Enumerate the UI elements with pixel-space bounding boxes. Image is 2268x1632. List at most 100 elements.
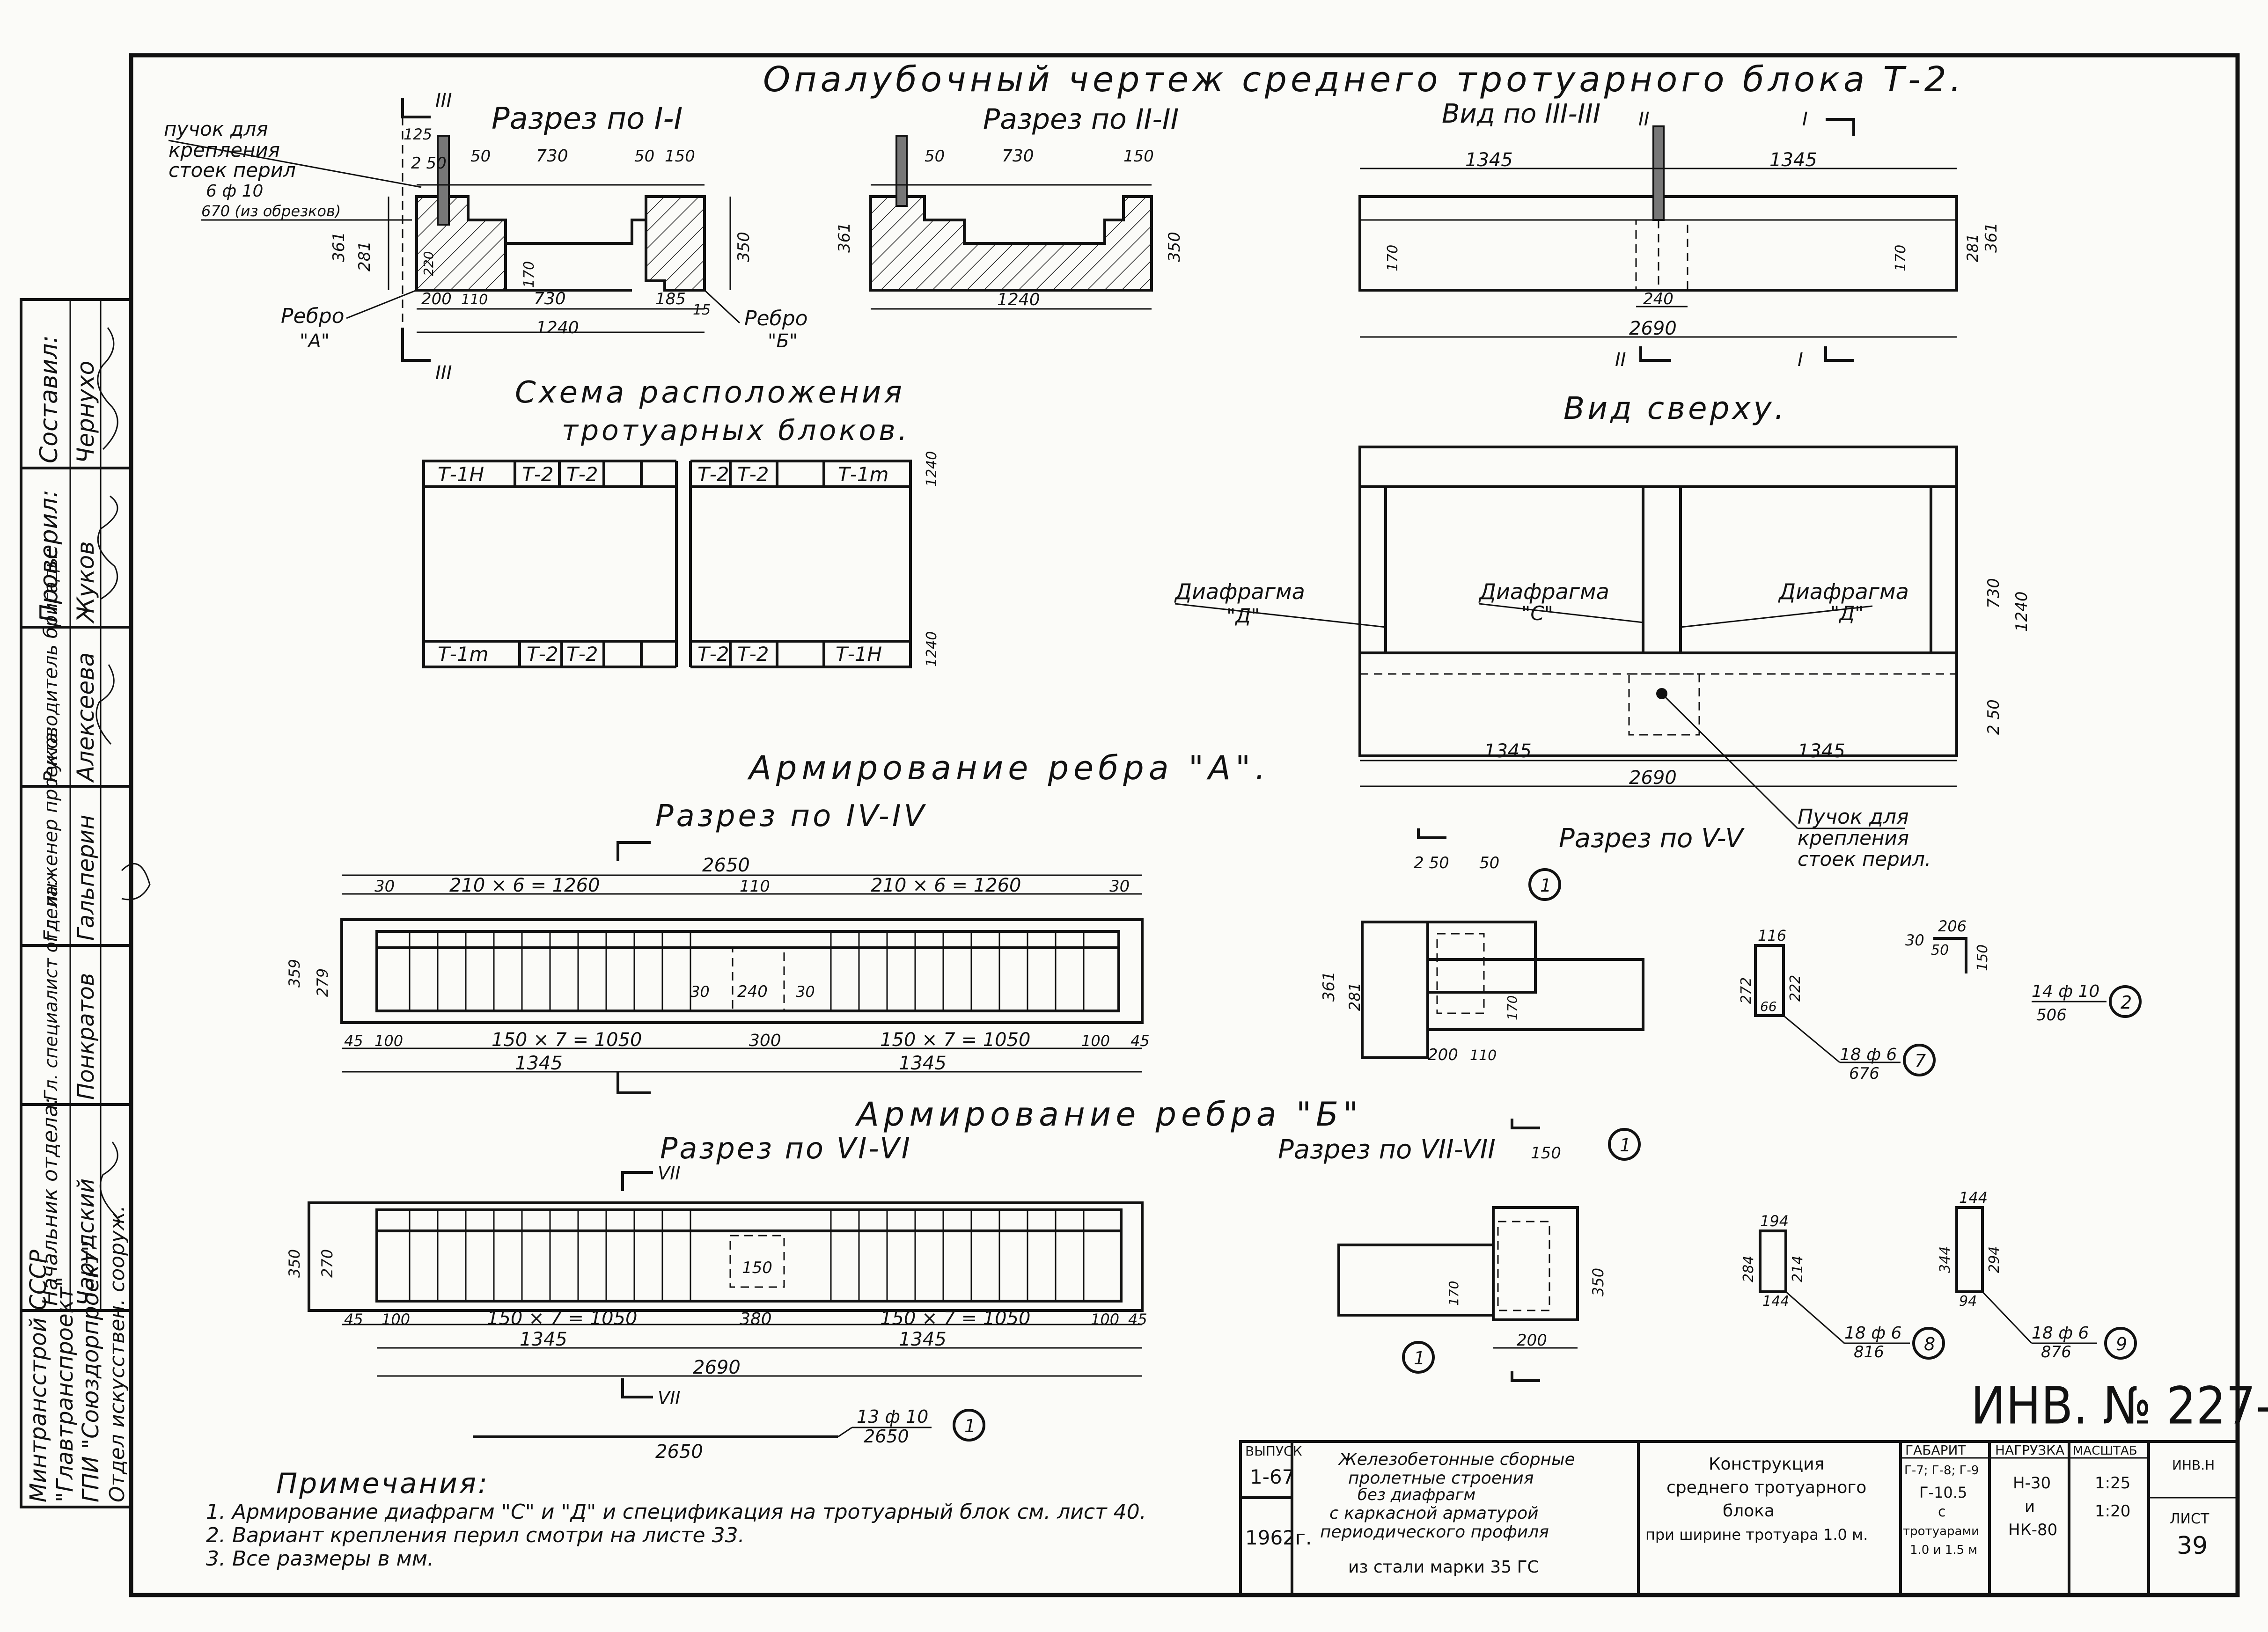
drawing-label: 281 bbox=[1346, 982, 1364, 1011]
drawing-label: 2 bbox=[2121, 992, 2132, 1013]
drawing-label: при ширине тротуара 1.0 м. bbox=[1645, 1526, 1868, 1544]
drawing-label: из стали марки 35 ГС bbox=[1348, 1558, 1539, 1577]
drawing-label: с каркасной арматурой bbox=[1329, 1504, 1539, 1523]
drawing-label: 116 bbox=[1758, 927, 1786, 944]
drawing-label: Ребро bbox=[281, 304, 345, 328]
block-top-2: Т-2 bbox=[566, 463, 598, 486]
drawing-label: II bbox=[1615, 349, 1626, 371]
drawing-label: 125 bbox=[404, 125, 432, 143]
block-top-0: Т-1Н bbox=[438, 463, 484, 486]
drawing-label: 2650 bbox=[702, 855, 750, 876]
drawing-label: 100 bbox=[1081, 1032, 1110, 1050]
drawing-label: 206 bbox=[1938, 917, 1967, 935]
drawing-label: Г-10.5 bbox=[1919, 1484, 1967, 1501]
drawing-label: 30 bbox=[374, 877, 395, 896]
drawing-label: Вид сверху. bbox=[1563, 390, 1787, 426]
drawing-label: 194 bbox=[1760, 1212, 1789, 1230]
drawing-label: 1 bbox=[964, 1416, 976, 1436]
drawing-label: пучок для bbox=[164, 117, 268, 140]
side-name-5: Чарудский bbox=[73, 1178, 99, 1306]
drawing-label: 18 ф 6 bbox=[1840, 1045, 1897, 1064]
section-VII-VII: Разрез по VII-VII 200 350 170 150 1 1 bbox=[1278, 1119, 1641, 1382]
drawing-label: 1345 bbox=[1769, 149, 1817, 171]
rib-b-reinforcement: Армирование ребра "Б" Разрез по VI-VI 45… bbox=[286, 1095, 1363, 1463]
drawing-label: 150 × 7 = 1050 bbox=[487, 1308, 637, 1329]
drawing-label: 730 bbox=[1984, 578, 2003, 608]
drawing-label: 361 bbox=[835, 222, 854, 253]
side-org-3: ГПИ "Союздорпроект" bbox=[78, 1241, 104, 1502]
drawing-label: Железобетонные сборные bbox=[1338, 1450, 1575, 1469]
drawing-label: ГАБАРИТ bbox=[1905, 1442, 1966, 1458]
drawing-label: блока bbox=[1723, 1501, 1775, 1521]
drawing-label: 150 bbox=[665, 147, 695, 166]
drawing-label: 281 bbox=[1964, 234, 1982, 262]
drawing-label: ИНВ.Н bbox=[2172, 1457, 2215, 1473]
drawing-label: 50 bbox=[634, 147, 654, 166]
drawing-label: Армирование ребра "Б" bbox=[855, 1095, 1363, 1134]
drawing-label: 45 bbox=[344, 1032, 363, 1050]
drawing-label: "Б" bbox=[768, 330, 798, 352]
drawing-label: 170 bbox=[1505, 995, 1520, 1020]
drawing-label: 2. Вариант крепления перил смотри на лис… bbox=[206, 1523, 745, 1547]
drawing-label: 50 bbox=[1479, 854, 1499, 872]
drawing-label: МАСШТАБ bbox=[2073, 1444, 2137, 1458]
drawing-label: 150 × 7 = 1050 bbox=[880, 1029, 1030, 1051]
drawing-label: 1240 bbox=[997, 290, 1040, 309]
drawing-label: 506 bbox=[2036, 1006, 2067, 1025]
drawing-label: тротуарных блоков. bbox=[562, 414, 910, 447]
drawing-label: III bbox=[435, 90, 452, 111]
block-bot-5: Т-2 bbox=[737, 643, 769, 666]
drawing-label: 110 bbox=[1470, 1047, 1497, 1064]
title-block: ВЫПУСК 1-67 1962г. Железобетонные сборны… bbox=[1239, 1440, 2239, 1596]
drawing-label: 150 × 7 = 1050 bbox=[492, 1029, 642, 1051]
drawing-label: тротуарами bbox=[1903, 1524, 1979, 1538]
drawing-label: 39 bbox=[2177, 1532, 2208, 1560]
blocks-layout-scheme: Схема расположения тротуарных блоков. Т-… bbox=[422, 375, 940, 672]
drawing-label: 18 ф 6 bbox=[2032, 1324, 2089, 1343]
drawing-label: 350 bbox=[286, 1249, 303, 1278]
drawing-label: среднего тротуарного bbox=[1666, 1478, 1866, 1497]
drawing-label: 110 bbox=[461, 292, 488, 308]
drawing-label: 30 bbox=[1905, 931, 1924, 949]
drawing-label: 361 bbox=[1982, 222, 2001, 253]
drawing-label: 730 bbox=[1002, 146, 1034, 166]
drawing-label: 2 50 bbox=[1414, 854, 1449, 872]
drawing-label: 170 bbox=[1446, 1281, 1461, 1306]
drawing-label: Разрез по I-I bbox=[492, 102, 683, 136]
drawing-label: 344 bbox=[1937, 1246, 1953, 1273]
drawing-label: 214 bbox=[1790, 1256, 1806, 1282]
side-role-1: Проверил: bbox=[35, 490, 63, 622]
drawing-label: 7 bbox=[1915, 1051, 1926, 1071]
drawing-label: 361 bbox=[330, 232, 348, 262]
side-role-0: Составил: bbox=[35, 335, 63, 463]
drawing-label: 15 bbox=[693, 302, 711, 318]
drawing-label: 1345 bbox=[899, 1053, 947, 1074]
drawing-label: 1 bbox=[1620, 1135, 1631, 1156]
drawing-label: Диафрагма bbox=[1778, 579, 1909, 604]
drawing-label: 270 bbox=[318, 1249, 336, 1278]
drawing-label: 18 ф 6 bbox=[1844, 1324, 1901, 1343]
signature-scribble bbox=[121, 863, 151, 900]
side-role-2: Руководитель бригады: bbox=[40, 548, 62, 783]
drawing-label: 1345 bbox=[899, 1329, 947, 1350]
drawing-label: ВЫПУСК bbox=[1245, 1443, 1302, 1459]
drawing-label: 170 bbox=[1893, 245, 1909, 271]
drawing-label: 220 bbox=[421, 251, 436, 276]
drawing-label: 50 bbox=[925, 147, 945, 166]
drawing-label: 144 bbox=[1959, 1189, 1988, 1207]
block-bot-4: Т-2 bbox=[697, 643, 729, 666]
drawing-label: НК-80 bbox=[2008, 1521, 2057, 1539]
drawing-label: 200 bbox=[1428, 1046, 1458, 1064]
drawing-label: I bbox=[1798, 349, 1803, 371]
drawing-label: 14 ф 10 bbox=[2032, 982, 2099, 1001]
block-top-5: Т-2 bbox=[737, 463, 769, 486]
drawing-label: Разрез по VI-VI bbox=[660, 1131, 912, 1165]
drawing-label: VII bbox=[658, 1163, 680, 1184]
drawing-label: без диафрагм bbox=[1358, 1486, 1475, 1504]
drawing-label: Схема расположения bbox=[515, 375, 905, 410]
drawing-label: 2690 bbox=[693, 1357, 741, 1378]
side-name-0: Чернухо bbox=[72, 361, 99, 463]
drawing-label: Разрез по VII-VII bbox=[1278, 1134, 1496, 1165]
block-bot-0: Т-1m bbox=[438, 643, 488, 666]
drawing-label: 100 bbox=[1091, 1310, 1119, 1328]
